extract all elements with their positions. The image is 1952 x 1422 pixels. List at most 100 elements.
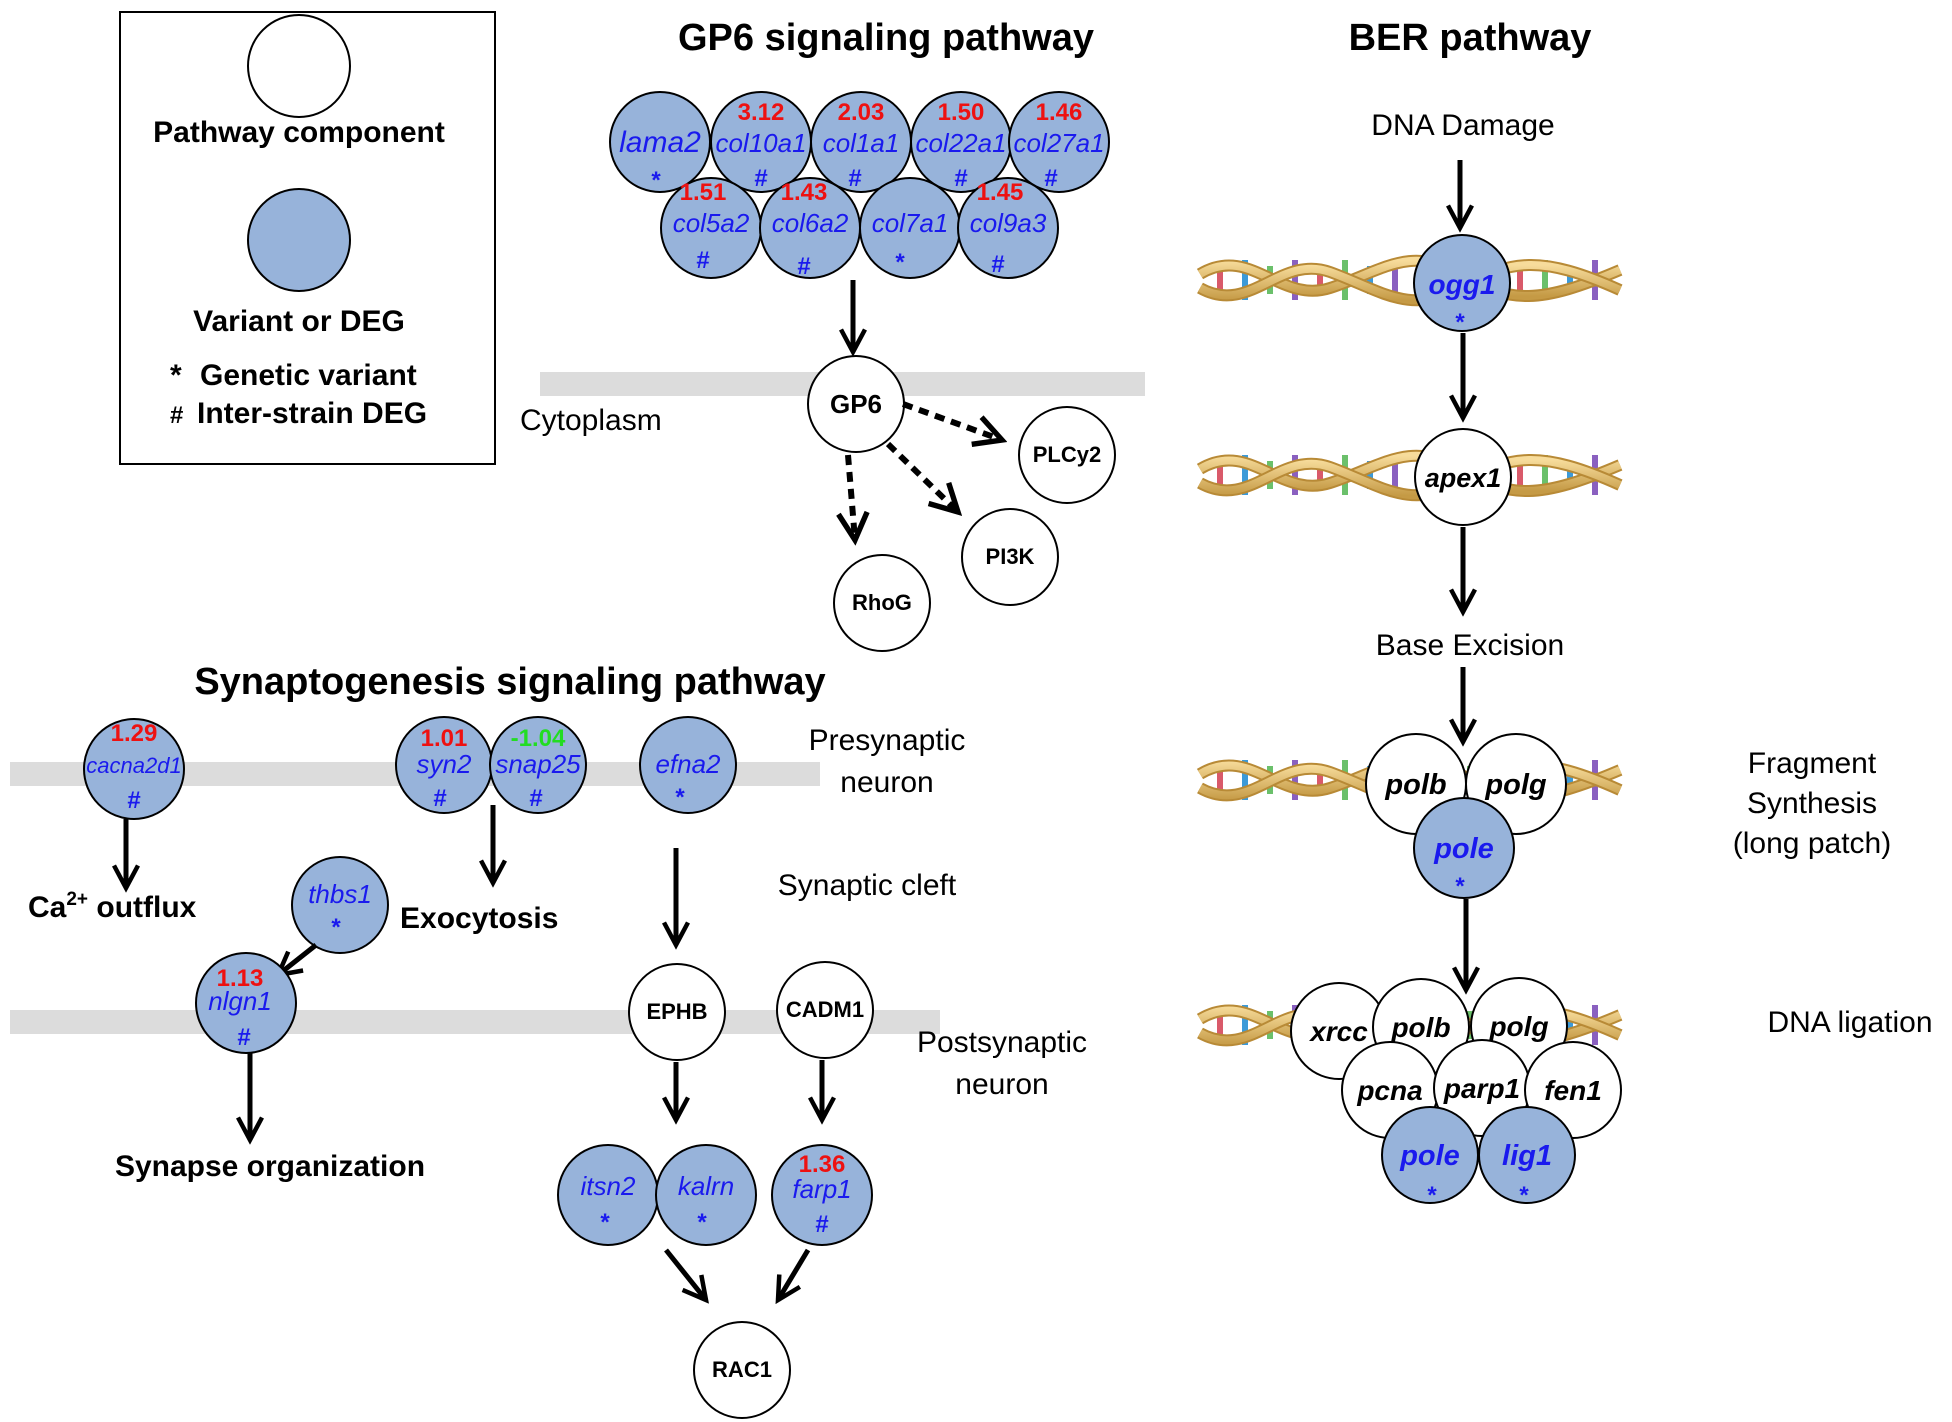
postsynaptic-label-1: Postsynaptic bbox=[917, 1026, 1087, 1059]
gene-label: apex1 bbox=[1425, 463, 1502, 493]
gene-node-col22a1: 1.50 col22a1 # bbox=[910, 91, 1012, 193]
protein-node-ephb: EPHB bbox=[628, 963, 726, 1061]
gene-label: pole bbox=[1399, 1140, 1460, 1172]
postsynaptic-label-2: neuron bbox=[955, 1068, 1048, 1101]
fold-change: 2.03 bbox=[838, 99, 885, 126]
gene-label: lama2 bbox=[619, 126, 701, 159]
gene-node-thbs1: thbs1 * bbox=[291, 856, 389, 954]
gene-label: pcna bbox=[1356, 1075, 1422, 1106]
gene-label: polb bbox=[1390, 1012, 1450, 1043]
gene-node-ogg1: ogg1 * bbox=[1413, 234, 1511, 336]
deg-marker: # bbox=[797, 253, 810, 280]
synapse-organization-label: Synapse organization bbox=[115, 1150, 425, 1183]
gene-node-col7a1: col7a1 * bbox=[859, 177, 961, 279]
ca-outflux-label: Ca2+ outflux bbox=[28, 889, 197, 924]
fold-change: 1.01 bbox=[421, 725, 468, 752]
gene-node-col6a2: 1.43 col6a2 # bbox=[759, 177, 861, 280]
dna-helix-1 bbox=[1200, 260, 1620, 300]
legend-genetic-variant-symbol: * bbox=[170, 359, 182, 392]
gene-label: efna2 bbox=[655, 749, 721, 779]
fold-change: 3.12 bbox=[738, 99, 785, 126]
protein-label: PI3K bbox=[986, 544, 1035, 569]
gene-node-itsn2: itsn2 * bbox=[557, 1144, 659, 1246]
fold-change: 1.51 bbox=[680, 179, 727, 206]
gene-node-col10a1: 3.12 col10a1 # bbox=[710, 91, 812, 193]
legend-variant-label: Variant or DEG bbox=[193, 305, 405, 338]
synaptic-cleft-label: Synaptic cleft bbox=[778, 869, 957, 902]
ber-pathway: BER pathway DNA Damage ogg1 * apex1 Base… bbox=[1200, 17, 1933, 1209]
deg-marker: # bbox=[954, 165, 967, 192]
gene-label: thbs1 bbox=[308, 879, 372, 909]
gene-node-col27a1: 1.46 col27a1 # bbox=[1008, 91, 1110, 193]
ber-title: BER pathway bbox=[1349, 17, 1592, 59]
synaptogenesis-title: Synaptogenesis signaling pathway bbox=[194, 661, 825, 703]
gene-label: syn2 bbox=[417, 749, 472, 779]
gene-node-lig1: lig1 * bbox=[1478, 1106, 1576, 1209]
variant-marker: * bbox=[895, 249, 905, 276]
legend-genetic-variant-label: Genetic variant bbox=[200, 359, 417, 392]
deg-marker: # bbox=[848, 165, 861, 192]
protein-node-pi3k: PI3K bbox=[961, 508, 1059, 606]
protein-node-cadm1: CADM1 bbox=[776, 961, 874, 1059]
arrow-gp6-to-rhog bbox=[848, 454, 855, 540]
gene-node-col1a1: 2.03 col1a1 # bbox=[810, 91, 912, 193]
presynaptic-label-1: Presynaptic bbox=[809, 724, 966, 757]
gp6-title: GP6 signaling pathway bbox=[678, 17, 1094, 59]
protein-node-plcy2: PLCy2 bbox=[1018, 406, 1116, 504]
gene-label: pole bbox=[1433, 833, 1494, 865]
variant-marker: * bbox=[1519, 1182, 1529, 1209]
gene-label: polg bbox=[1484, 769, 1546, 801]
variant-marker: * bbox=[331, 914, 341, 941]
gene-node-cacna2d1: 1.29 cacna2d1 # bbox=[83, 718, 185, 820]
arrow-farp1-to-rac1 bbox=[778, 1248, 811, 1300]
variant-marker: * bbox=[651, 167, 661, 194]
deg-marker: # bbox=[237, 1024, 250, 1051]
gene-label: polb bbox=[1384, 769, 1446, 801]
fold-change: 1.45 bbox=[977, 179, 1024, 206]
base-excision-label: Base Excision bbox=[1376, 629, 1564, 662]
gene-label: col10a1 bbox=[715, 128, 806, 158]
legend-variant-circle bbox=[247, 188, 351, 292]
variant-marker: * bbox=[675, 784, 685, 811]
deg-marker: # bbox=[529, 785, 542, 812]
legend-deg-symbol: # bbox=[170, 402, 183, 429]
gene-label: lig1 bbox=[1502, 1140, 1552, 1172]
deg-marker: # bbox=[1044, 165, 1057, 192]
variant-marker: * bbox=[1455, 873, 1465, 900]
gene-label: snap25 bbox=[495, 749, 581, 779]
synaptogenesis-pathway: Synaptogenesis signaling pathway Presyna… bbox=[10, 661, 1087, 1419]
arrow-itsn2-kalrn-to-rac1 bbox=[664, 1248, 706, 1300]
fragment-synthesis-label-1: Fragment bbox=[1748, 747, 1877, 780]
protein-label: RAC1 bbox=[712, 1357, 772, 1382]
gene-label: col1a1 bbox=[823, 128, 900, 158]
deg-marker: # bbox=[815, 1211, 828, 1238]
fold-change: 1.29 bbox=[111, 720, 158, 747]
legend-deg-label: Inter-strain DEG bbox=[197, 397, 427, 430]
gene-label: col22a1 bbox=[915, 128, 1006, 158]
variant-marker: * bbox=[697, 1209, 707, 1236]
variant-marker: * bbox=[1427, 1182, 1437, 1209]
gene-node-lama2: lama2 * bbox=[609, 91, 711, 194]
gene-node-pole-ligation: pole * bbox=[1381, 1106, 1479, 1209]
gene-node-syn2: 1.01 syn2 # bbox=[395, 716, 493, 814]
gene-label: col27a1 bbox=[1013, 128, 1104, 158]
deg-marker: # bbox=[433, 785, 446, 812]
cytoplasm-label: Cytoplasm bbox=[520, 404, 662, 437]
legend-component-label: Pathway component bbox=[153, 116, 445, 149]
exocytosis-label: Exocytosis bbox=[400, 902, 558, 935]
gene-label: col5a2 bbox=[673, 208, 750, 238]
fold-change: -1.04 bbox=[511, 725, 566, 752]
fold-change: 1.43 bbox=[781, 179, 828, 206]
fold-change: 1.46 bbox=[1036, 99, 1083, 126]
arrow-gp6-to-plcy2 bbox=[901, 401, 1002, 440]
fragment-synthesis-label-3: (long patch) bbox=[1733, 827, 1891, 860]
gene-label: nlgn1 bbox=[208, 986, 272, 1016]
gene-label: col9a3 bbox=[970, 208, 1047, 238]
gene-node-kalrn: kalrn * bbox=[655, 1144, 757, 1246]
protein-label: RhoG bbox=[852, 590, 912, 615]
variant-marker: * bbox=[600, 1209, 610, 1236]
fragment-synthesis-label-2: Synthesis bbox=[1747, 787, 1877, 820]
dna-damage-label: DNA Damage bbox=[1371, 109, 1554, 142]
presynaptic-label-2: neuron bbox=[840, 766, 933, 799]
gene-label: col6a2 bbox=[772, 208, 849, 238]
